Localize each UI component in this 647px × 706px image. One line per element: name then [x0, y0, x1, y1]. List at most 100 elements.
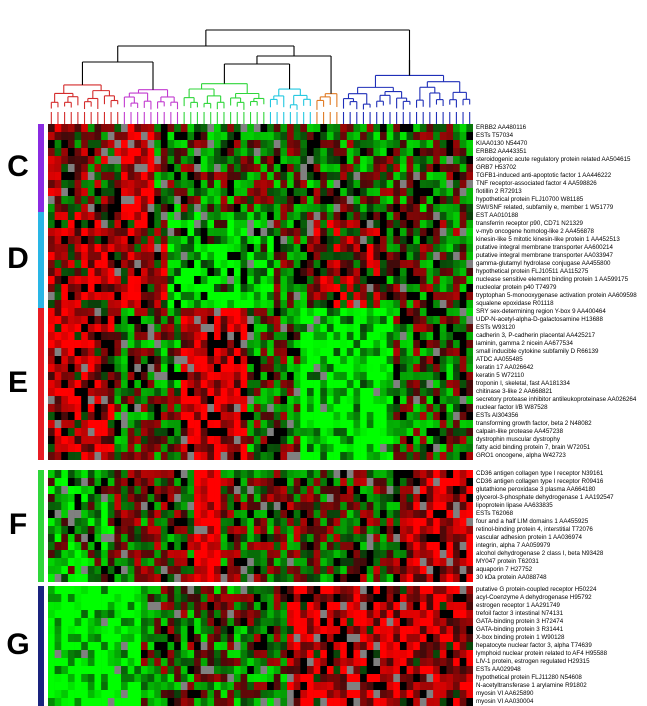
heatmap-cell	[54, 156, 62, 164]
heatmap-cell	[121, 220, 128, 228]
heatmap-cell	[154, 236, 162, 244]
heatmap-cell	[114, 140, 122, 148]
heatmap-cell	[419, 268, 427, 276]
heatmap-cell	[320, 252, 328, 260]
heatmap-cell	[140, 268, 148, 276]
heatmap-cell	[121, 292, 128, 300]
heatmap-cell	[174, 236, 182, 244]
heatmap-cell	[466, 236, 473, 244]
heatmap-cell	[373, 470, 381, 478]
heatmap-cell	[167, 324, 175, 332]
heatmap-cell	[74, 156, 82, 164]
heatmap-cell	[413, 124, 421, 132]
heatmap-cell	[180, 172, 188, 180]
heatmap-cell	[114, 364, 122, 372]
heatmap-cell	[326, 124, 334, 132]
heatmap-cell	[94, 412, 102, 420]
heatmap-cell	[320, 132, 328, 140]
heatmap-cell	[54, 420, 62, 428]
heatmap-cell	[439, 180, 447, 188]
heatmap-cell	[214, 428, 221, 436]
heatmap-cell	[306, 268, 314, 276]
gene-label: cadherin 3, P-cadherin placental AA42521…	[476, 332, 596, 339]
heatmap-cell	[94, 574, 102, 582]
heatmap-cell	[167, 618, 175, 626]
heatmap-cell	[180, 494, 188, 502]
heatmap-cell	[313, 316, 321, 324]
heatmap-cell	[273, 212, 281, 220]
heatmap-cell	[373, 478, 381, 486]
heatmap-cell	[114, 642, 122, 650]
heatmap-cell	[127, 380, 135, 388]
heatmap-cell	[101, 650, 109, 658]
heatmap-cell	[247, 380, 255, 388]
heatmap-cell	[380, 574, 387, 582]
heatmap-cell	[313, 674, 321, 682]
heatmap-cell	[167, 428, 175, 436]
heatmap-cell	[240, 356, 248, 364]
heatmap-cell	[240, 404, 248, 412]
heatmap-cell	[340, 284, 348, 292]
heatmap-cell	[413, 212, 421, 220]
heatmap-cell	[313, 324, 321, 332]
heatmap-cell	[101, 526, 109, 534]
heatmap-cell	[360, 566, 368, 574]
heatmap-cell	[399, 502, 407, 510]
heatmap-cell	[300, 204, 308, 212]
heatmap-cell	[48, 658, 55, 666]
heatmap-cell	[127, 642, 135, 650]
heatmap-cell	[81, 674, 89, 682]
heatmap-cell	[114, 690, 122, 698]
heatmap-cell	[300, 698, 308, 706]
heatmap-cell	[353, 292, 361, 300]
heatmap-cell	[67, 236, 75, 244]
heatmap-cell	[87, 610, 95, 618]
heatmap-cell	[373, 690, 381, 698]
heatmap-cell	[81, 404, 89, 412]
heatmap-cell	[326, 602, 334, 610]
heatmap-cell	[313, 340, 321, 348]
heatmap-cell	[433, 420, 441, 428]
heatmap-cell	[419, 674, 427, 682]
heatmap-cell	[386, 674, 394, 682]
heatmap-cell	[453, 284, 461, 292]
heatmap-cell	[167, 682, 175, 690]
heatmap-cell	[439, 542, 447, 550]
heatmap-cell	[260, 332, 268, 340]
heatmap-cell	[346, 244, 354, 252]
heatmap-cell	[326, 502, 334, 510]
heatmap-cell	[360, 140, 368, 148]
heatmap-cell	[340, 364, 348, 372]
heatmap-cell	[280, 364, 288, 372]
heatmap-cell	[233, 252, 241, 260]
heatmap-cell	[114, 650, 122, 658]
heatmap-cell	[240, 420, 248, 428]
heatmap-cell	[406, 252, 414, 260]
heatmap-cell	[413, 204, 421, 212]
heatmap-cell	[306, 444, 314, 452]
heatmap-cell	[439, 140, 447, 148]
heatmap-cell	[107, 356, 115, 364]
heatmap-cell	[406, 308, 414, 316]
heatmap-cell	[453, 452, 461, 460]
heatmap-cell	[419, 658, 427, 666]
heatmap-cell	[154, 396, 162, 404]
heatmap-cell	[48, 412, 55, 420]
heatmap-cell	[167, 526, 175, 534]
heatmap-cell	[154, 164, 162, 172]
heatmap-cell	[67, 428, 75, 436]
heatmap-cell	[134, 658, 142, 666]
heatmap-cell	[127, 292, 135, 300]
heatmap-cell	[419, 356, 427, 364]
heatmap-cell	[160, 690, 168, 698]
heatmap-cell	[180, 420, 188, 428]
heatmap-cell	[253, 292, 261, 300]
heatmap-cell	[194, 396, 202, 404]
heatmap-cell	[180, 682, 188, 690]
heatmap-cell	[101, 188, 109, 196]
heatmap-cell	[267, 404, 275, 412]
heatmap-cell	[267, 148, 275, 156]
heatmap-cell	[253, 566, 261, 574]
heatmap-cell	[147, 164, 155, 172]
heatmap-cell	[419, 412, 427, 420]
